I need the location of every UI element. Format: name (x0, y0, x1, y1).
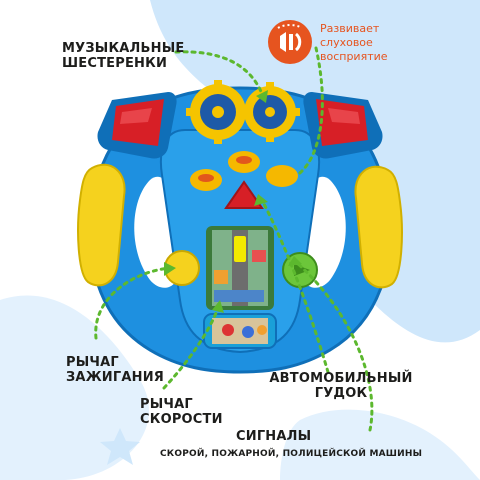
label-horn: АВТОМОБИЛЬНЫЙ ГУДОК (266, 371, 416, 401)
label-signals-title: СИГНАЛЫ (236, 429, 312, 444)
signal-buttons (190, 151, 298, 191)
hearing-icon (268, 20, 312, 64)
label-speed-line2: СКОРОСТИ (140, 411, 223, 427)
callout-text: Развивает слуховое восприятие (320, 22, 430, 63)
road-screen (206, 226, 274, 310)
label-ignition-line2: ЗАЖИГАНИЯ (66, 369, 165, 385)
callout-line3: восприятие (320, 49, 388, 63)
star-decoration (100, 428, 140, 465)
callout-line2: слуховое (320, 35, 373, 49)
drum-roller (203, 313, 277, 349)
left-grip (77, 163, 126, 287)
right-red-light (303, 92, 383, 159)
label-ignition-line1: РЫЧАГ (66, 355, 119, 370)
label-gears-line2: ШЕСТЕРЕНКИ (62, 55, 168, 71)
right-grip (354, 165, 403, 289)
label-speed: РЫЧАГ СКОРОСТИ (140, 397, 223, 427)
gear-left-icon (186, 80, 250, 144)
label-gears-line1: МУЗЫКАЛЬНЫЕ (62, 41, 185, 56)
label-speed-line1: РЫЧАГ (140, 397, 193, 412)
label-gears: МУЗЫКАЛЬНЫЕ ШЕСТЕРЕНКИ (62, 41, 185, 71)
horn-button (224, 180, 264, 209)
label-ignition: РЫЧАГ ЗАЖИГАНИЯ (66, 355, 165, 385)
label-horn-line2: ГУДОК (314, 385, 368, 401)
callout-line1: Развивает (320, 22, 380, 35)
label-horn-line1: АВТОМОБИЛЬНЫЙ (269, 371, 413, 386)
label-signals-sub: СКОРОЙ, ПОЖАРНОЙ, ПОЛИЦЕЙСКОЙ МАШИНЫ (160, 449, 423, 459)
gear-right-icon (240, 82, 300, 142)
left-red-light (97, 92, 177, 159)
